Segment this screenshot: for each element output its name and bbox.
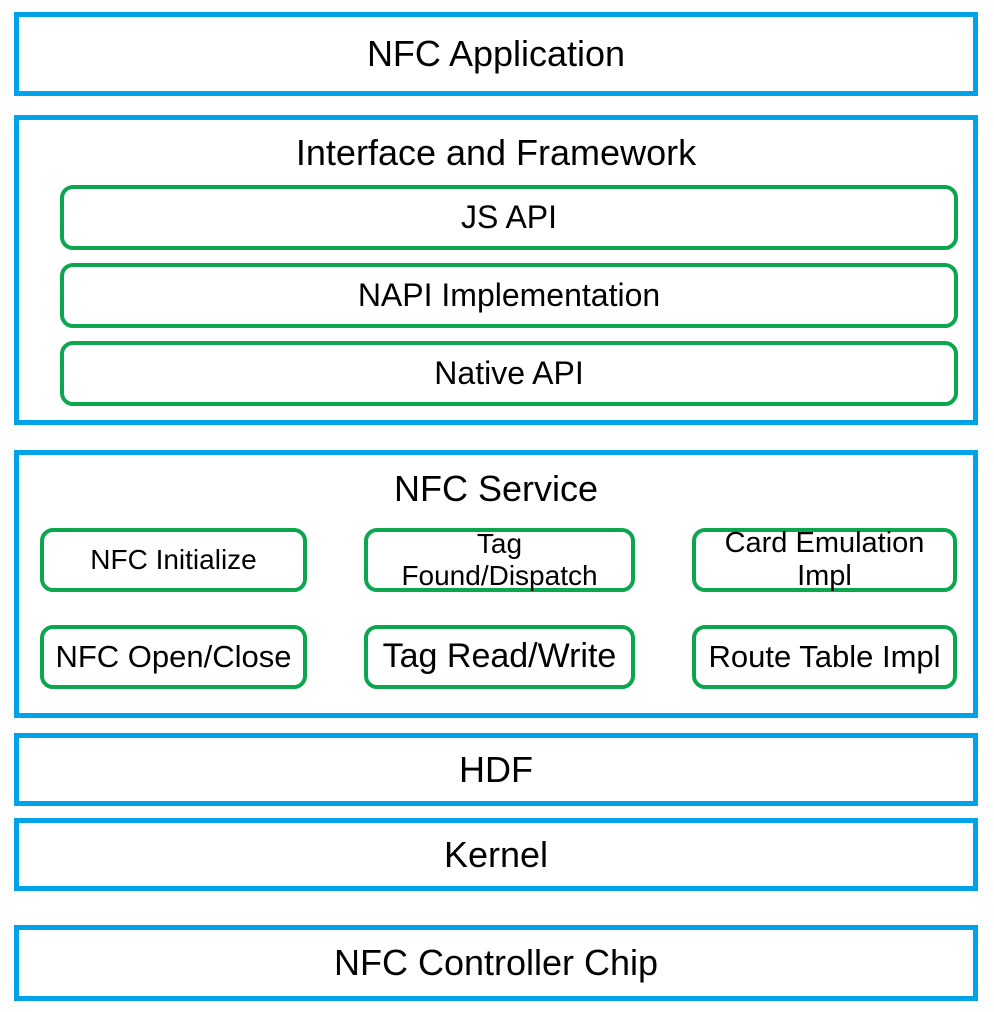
layer-nfc-controller-chip: NFC Controller Chip: [14, 925, 978, 1001]
module-route-table-impl: Route Table Impl: [692, 625, 957, 689]
layer-nfc-service: NFC Service NFC Initialize Tag Found/Dis…: [14, 450, 978, 718]
hdf-label: HDF: [459, 748, 533, 790]
nfc-initialize-label: NFC Initialize: [90, 543, 257, 575]
layer-hdf: HDF: [14, 733, 978, 806]
module-nfc-open-close: NFC Open/Close: [40, 625, 307, 689]
nfc-open-close-label: NFC Open/Close: [55, 639, 292, 675]
module-napi-implementation: NAPI Implementation: [60, 263, 958, 328]
nfc-application-label: NFC Application: [366, 33, 626, 75]
module-nfc-initialize: NFC Initialize: [40, 528, 307, 592]
route-table-impl-label: Route Table Impl: [708, 639, 941, 675]
module-native-api: Native API: [60, 341, 958, 406]
interface-and-framework-title: Interface and Framework: [295, 132, 697, 173]
native-api-label: Native API: [434, 355, 584, 392]
module-tag-read-write: Tag Read/Write: [364, 625, 635, 689]
nfc-service-title: NFC Service: [393, 468, 599, 509]
kernel-label: Kernel: [443, 833, 549, 875]
card-emulation-impl-label: Card Emulation Impl: [724, 526, 925, 592]
layer-nfc-application: NFC Application: [14, 12, 978, 96]
layer-kernel: Kernel: [14, 818, 978, 891]
module-tag-found-dispatch: Tag Found/Dispatch: [364, 528, 635, 592]
tag-read-write-label: Tag Read/Write: [382, 637, 617, 676]
nfc-controller-chip-label: NFC Controller Chip: [333, 942, 659, 984]
js-api-label: JS API: [460, 199, 558, 236]
tag-found-dispatch-label: Tag Found/Dispatch: [401, 527, 598, 591]
layer-interface-and-framework: Interface and Framework JS API NAPI Impl…: [14, 115, 978, 425]
napi-implementation-label: NAPI Implementation: [357, 277, 661, 314]
module-js-api: JS API: [60, 185, 958, 250]
module-card-emulation-impl: Card Emulation Impl: [692, 526, 957, 592]
